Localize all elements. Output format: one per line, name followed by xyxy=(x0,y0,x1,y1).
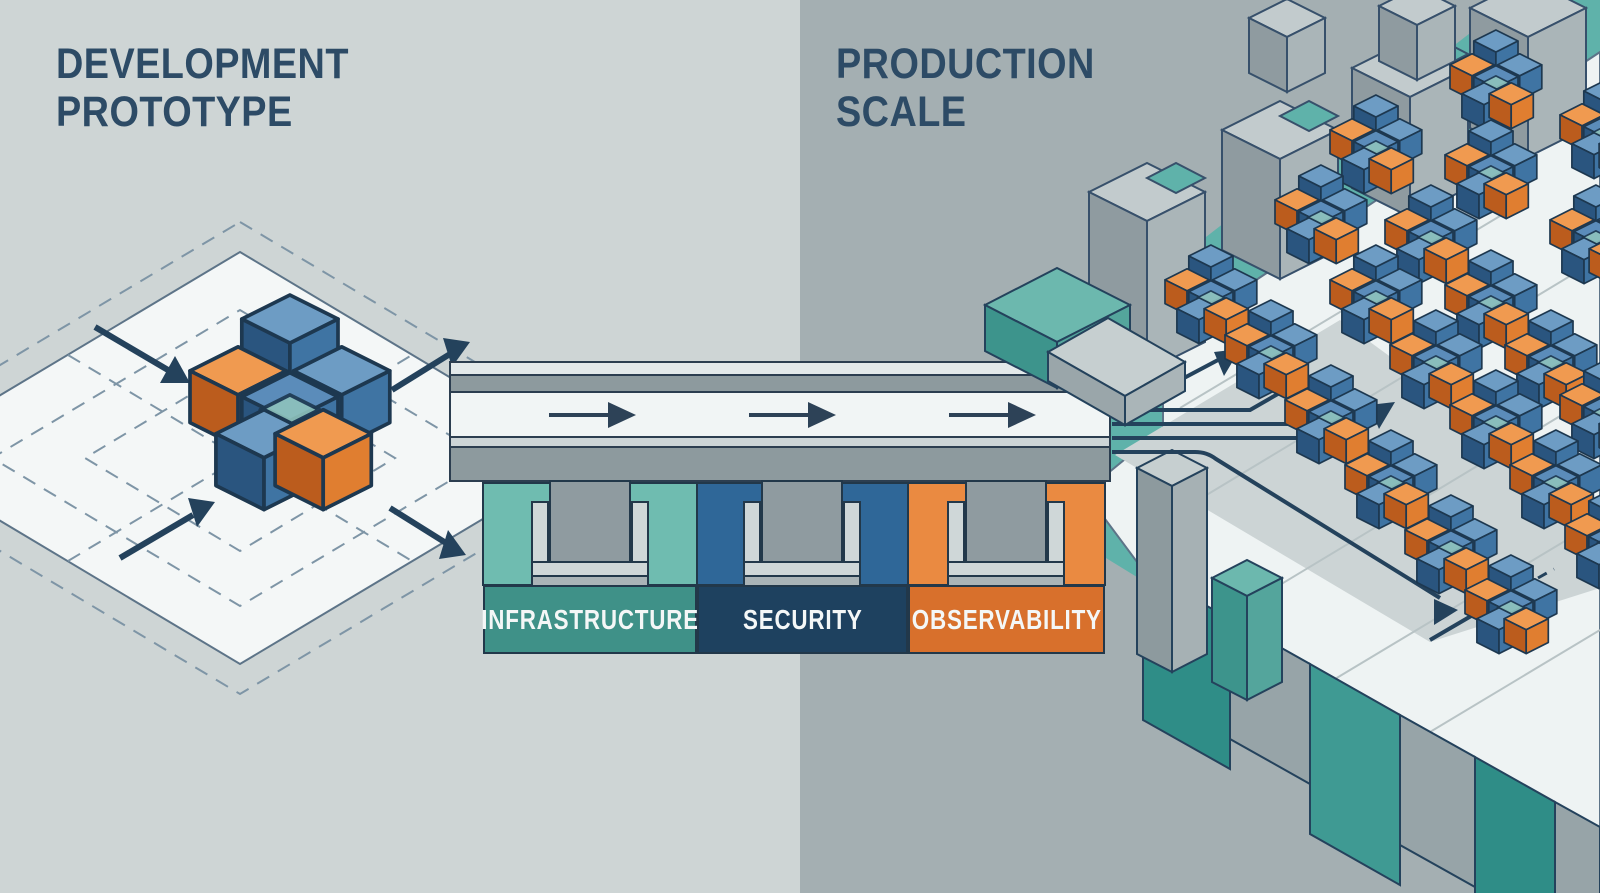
prod-title-line2: SCALE xyxy=(836,88,967,136)
prototype-flow-arrowheads xyxy=(160,338,470,559)
prototype-flow-arrows xyxy=(93,324,452,561)
building xyxy=(1376,0,1458,82)
pier xyxy=(531,480,649,589)
building xyxy=(1086,161,1208,373)
pier xyxy=(743,480,861,589)
production-scale-title: PRODUCTION SCALE xyxy=(836,40,1095,136)
infrastructure-label: INFRASTRUCTURE xyxy=(481,603,699,635)
dev-title-line1: DEVELOPMENT xyxy=(56,40,349,88)
infrastructure-label-band: INFRASTRUCTURE xyxy=(481,585,699,654)
dev-prototype-title: DEVELOPMENT PROTOTYPE xyxy=(56,40,349,136)
observability-label: OBSERVABILITY xyxy=(911,603,1102,635)
prod-title-line1: PRODUCTION xyxy=(836,40,1095,88)
building xyxy=(1246,0,1328,94)
deployment-bridge xyxy=(449,361,1111,482)
staging-block xyxy=(982,266,1188,427)
bridge-flow-arrows xyxy=(549,402,1036,428)
security-label-band: SECURITY xyxy=(697,585,908,654)
exit-blocks xyxy=(1134,448,1285,702)
observability-label-band: OBSERVABILITY xyxy=(908,585,1105,654)
bridge-beam xyxy=(449,446,1111,482)
security-label: SECURITY xyxy=(742,603,863,635)
bridge-piers xyxy=(531,480,1065,589)
pier xyxy=(947,480,1065,589)
dev-title-line2: PROTOTYPE xyxy=(56,88,293,136)
